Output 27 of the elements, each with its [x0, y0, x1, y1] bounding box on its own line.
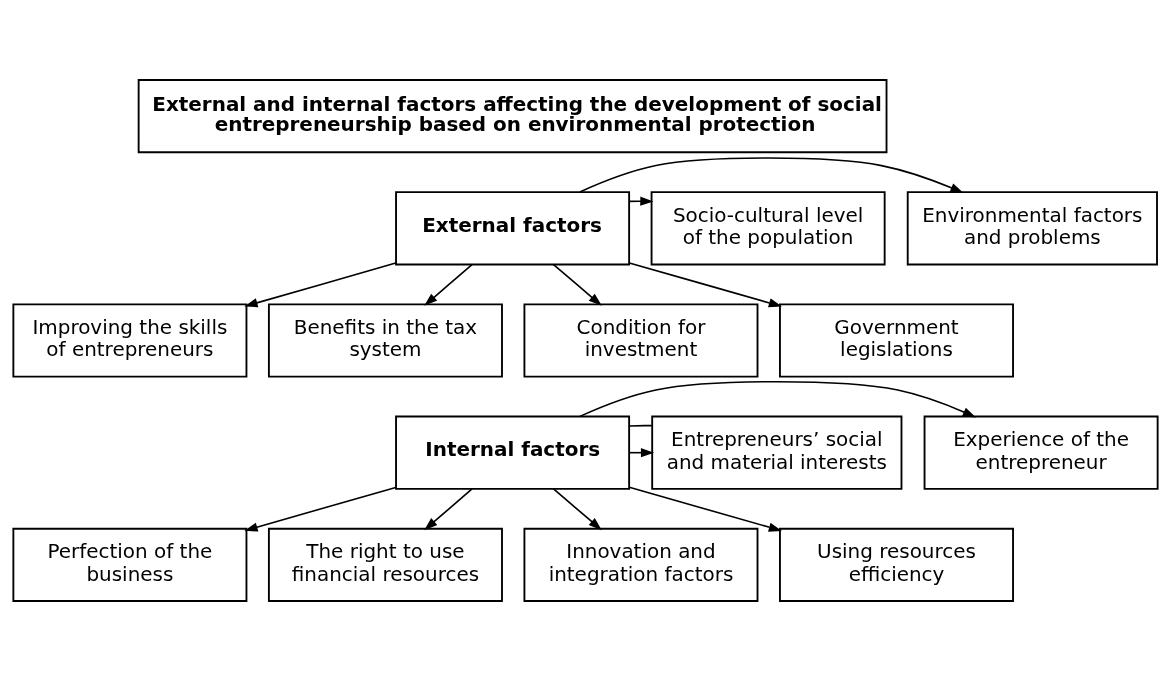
- connector: [628, 424, 653, 427]
- node-box: Condition for investment: [523, 303, 759, 378]
- node-box: Using resources efficiency: [779, 527, 1014, 602]
- node-box: External and internal factors affecting the development of social entrepreneurship based on environmental protection: [137, 79, 888, 154]
- arrow: [579, 157, 964, 193]
- node-box: The right to use financial resources: [267, 527, 503, 602]
- node-box: Benefits in the tax system: [267, 303, 503, 378]
- arrow: [244, 486, 397, 532]
- arrow: [552, 263, 602, 306]
- node-box: Government legislations: [779, 303, 1014, 378]
- node-box: Environmental factors and problems: [906, 191, 1158, 266]
- node-box: External factors: [395, 191, 631, 266]
- arrow: [424, 488, 473, 531]
- node-box: Entrepreneurs’ social and material interests: [651, 415, 903, 490]
- arrow: [628, 486, 782, 532]
- node-box: Perfection of the business: [12, 527, 248, 602]
- arrow: [628, 196, 654, 206]
- arrow: [628, 262, 782, 308]
- arrow: [424, 263, 473, 306]
- node-box: Innovation and integration factors: [523, 527, 759, 602]
- node-box: Socio-cultural level of the population: [650, 191, 886, 266]
- arrow: [579, 380, 976, 418]
- node-box: Improving the skills of entrepreneurs: [12, 303, 248, 378]
- arrow: [552, 488, 602, 531]
- node-box: Internal factors: [395, 415, 631, 490]
- arrow: [244, 262, 397, 308]
- node-box: Experience of the entrepreneur: [923, 415, 1159, 490]
